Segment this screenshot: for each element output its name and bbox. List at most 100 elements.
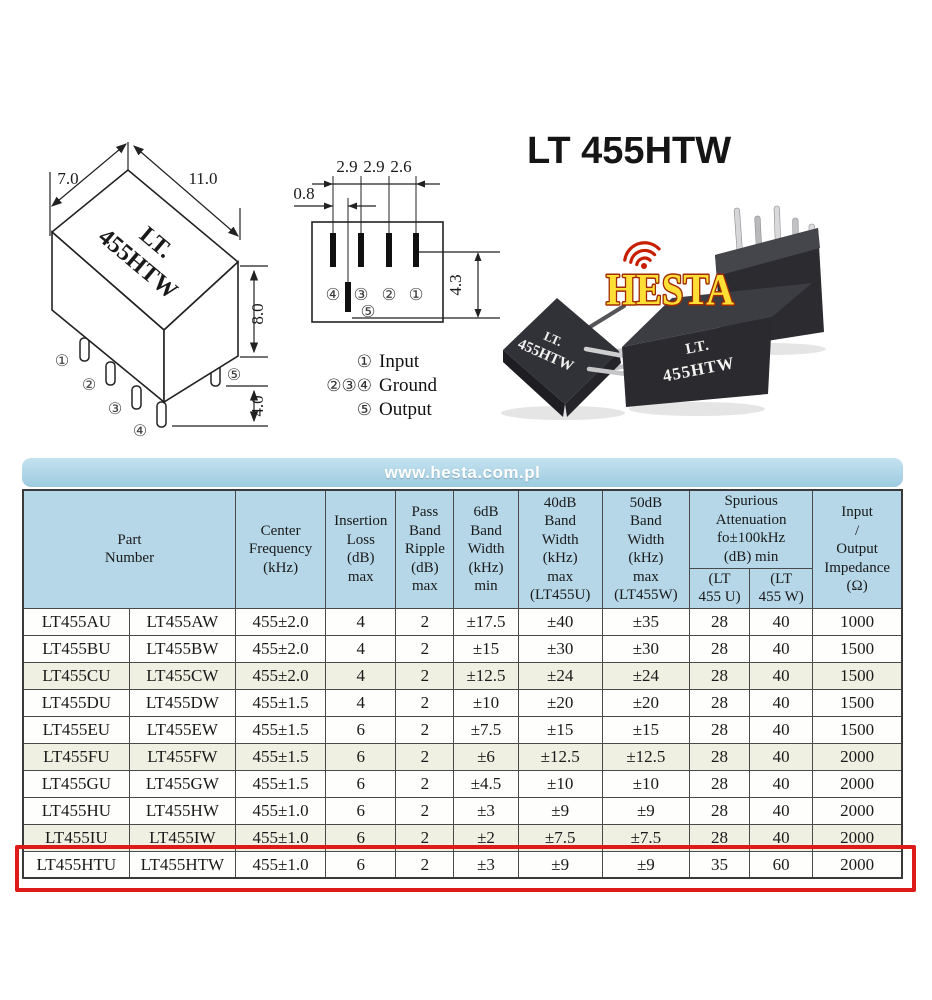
table-cell: ±7.5 xyxy=(601,823,690,852)
table-cell: ±2 xyxy=(453,823,519,852)
package-body xyxy=(50,168,240,404)
table-cell: ±12.5 xyxy=(517,742,603,771)
dim-26: 2.6 xyxy=(390,157,411,176)
table-cell: LT455AW xyxy=(128,607,236,636)
dim-11: 11.0 xyxy=(188,169,217,188)
dim-29a: 2.9 xyxy=(336,157,357,176)
table-cell: LT455AU xyxy=(22,607,130,636)
table-cell: LT455FU xyxy=(22,742,130,771)
table-cell: ±10 xyxy=(517,769,603,798)
table-cell: 2 xyxy=(395,607,455,636)
table-cell: 455±1.0 xyxy=(234,823,327,852)
table-cell: 1000 xyxy=(812,607,903,636)
legend-input-label: Input xyxy=(379,351,420,372)
table-cell: 28 xyxy=(688,769,751,798)
table-cell: 2000 xyxy=(812,823,903,852)
table-cell: 455±2.0 xyxy=(234,661,327,690)
footprint-pin-numbers: ④ ③ ② ① ⑤ xyxy=(326,285,424,321)
table-cell: ±7.5 xyxy=(453,715,519,744)
table-cell: ±15 xyxy=(453,634,519,663)
table-cell: 4 xyxy=(325,607,397,636)
fp-pin-label-5: ⑤ xyxy=(361,302,376,321)
table-cell: 1500 xyxy=(812,715,903,744)
table-cell: 455±1.5 xyxy=(234,688,327,717)
table-cell: 2000 xyxy=(812,850,903,879)
spec-table-wrap: Part Number Center Frequency (kHz) Inser… xyxy=(22,489,903,879)
table-cell: 2000 xyxy=(812,796,903,825)
fp-pin-label-3: ③ xyxy=(354,285,369,304)
component-center: LT. 455HTW xyxy=(583,283,812,407)
table-cell: LT455DW xyxy=(128,688,236,717)
header-insertion-loss: Insertion Loss (dB) max xyxy=(325,489,397,609)
legend-ground-pins: ②③④ xyxy=(326,376,372,396)
dim-8: 8.0 xyxy=(248,303,267,324)
header-part-number: Part Number xyxy=(22,489,236,609)
product-photo: LT. 455HTW LT. 455HTW xyxy=(501,205,826,420)
table-cell: 455±1.5 xyxy=(234,715,327,744)
table-cell: 1500 xyxy=(812,688,903,717)
table-cell: LT455BW xyxy=(128,634,236,663)
header-40db-bandwidth: 40dB Band Width (kHz) max (LT455U) xyxy=(517,489,603,609)
table-cell: LT455HU xyxy=(22,796,130,825)
table-cell: 28 xyxy=(688,715,751,744)
table-cell: 1500 xyxy=(812,634,903,663)
website-banner: www.hesta.com.pl xyxy=(22,458,903,487)
legend-output-label: Output xyxy=(379,399,432,420)
pin-footprint-drawing: 2.9 2.9 2.6 0.8 4.3 ④ ③ ② ① ⑤ xyxy=(293,157,500,323)
table-cell: ±35 xyxy=(601,607,690,636)
table-cell: ±30 xyxy=(601,634,690,663)
header-spurious-attenuation: Spurious Attenuation fo±100kHz (dB) min xyxy=(688,489,814,569)
table-cell: 40 xyxy=(749,796,814,825)
table-cell: 28 xyxy=(688,688,751,717)
table-cell: ±4.5 xyxy=(453,769,519,798)
table-cell: 6 xyxy=(325,715,397,744)
header-6db-bandwidth: 6dB Band Width (kHz) min xyxy=(453,489,519,609)
table-cell: 2 xyxy=(395,634,455,663)
pin-label-1: ① xyxy=(55,353,69,370)
table-cell: 28 xyxy=(688,796,751,825)
fp-pin-label-1: ① xyxy=(409,285,424,304)
table-cell: 455±1.0 xyxy=(234,850,327,879)
table-cell: 2 xyxy=(395,850,455,879)
table-cell: ±12.5 xyxy=(453,661,519,690)
table-cell: ±10 xyxy=(601,769,690,798)
table-cell: 2 xyxy=(395,796,455,825)
table-cell: 40 xyxy=(749,661,814,690)
hesta-logo: HESTA xyxy=(605,241,736,316)
pin-label-4: ④ xyxy=(133,423,147,440)
table-cell: LT455HTU xyxy=(22,850,130,879)
table-cell: 2 xyxy=(395,688,455,717)
table-cell: ±3 xyxy=(453,850,519,879)
table-cell: 455±1.5 xyxy=(234,769,327,798)
product-title: LT 455HTW xyxy=(527,130,732,172)
table-cell: 40 xyxy=(749,715,814,744)
table-cell: ±15 xyxy=(517,715,603,744)
hesta-logo-dot xyxy=(641,263,647,269)
table-cell: LT455CW xyxy=(128,661,236,690)
table-cell: 35 xyxy=(688,850,751,879)
table-cell: ±9 xyxy=(517,796,603,825)
table-cell: ±20 xyxy=(601,688,690,717)
table-cell: 28 xyxy=(688,742,751,771)
fp-pin-label-4: ④ xyxy=(326,285,341,304)
table-cell: LT455GW xyxy=(128,769,236,798)
dim-29b: 2.9 xyxy=(363,157,384,176)
table-cell: ±7.5 xyxy=(517,823,603,852)
package-3d-drawing: 7.0 11.0 8.0 4.0 LT. 455HTW ① ② ③ ④ ⑤ xyxy=(49,142,268,440)
table-cell: 6 xyxy=(325,769,397,798)
table-cell: 28 xyxy=(688,634,751,663)
photo-mid-label-1: LT. xyxy=(684,337,711,357)
table-cell: 4 xyxy=(325,688,397,717)
table-cell: LT455IW xyxy=(128,823,236,852)
table-cell: 4 xyxy=(325,634,397,663)
table-cell: 40 xyxy=(749,769,814,798)
table-cell: 2 xyxy=(395,769,455,798)
table-cell: ±6 xyxy=(453,742,519,771)
